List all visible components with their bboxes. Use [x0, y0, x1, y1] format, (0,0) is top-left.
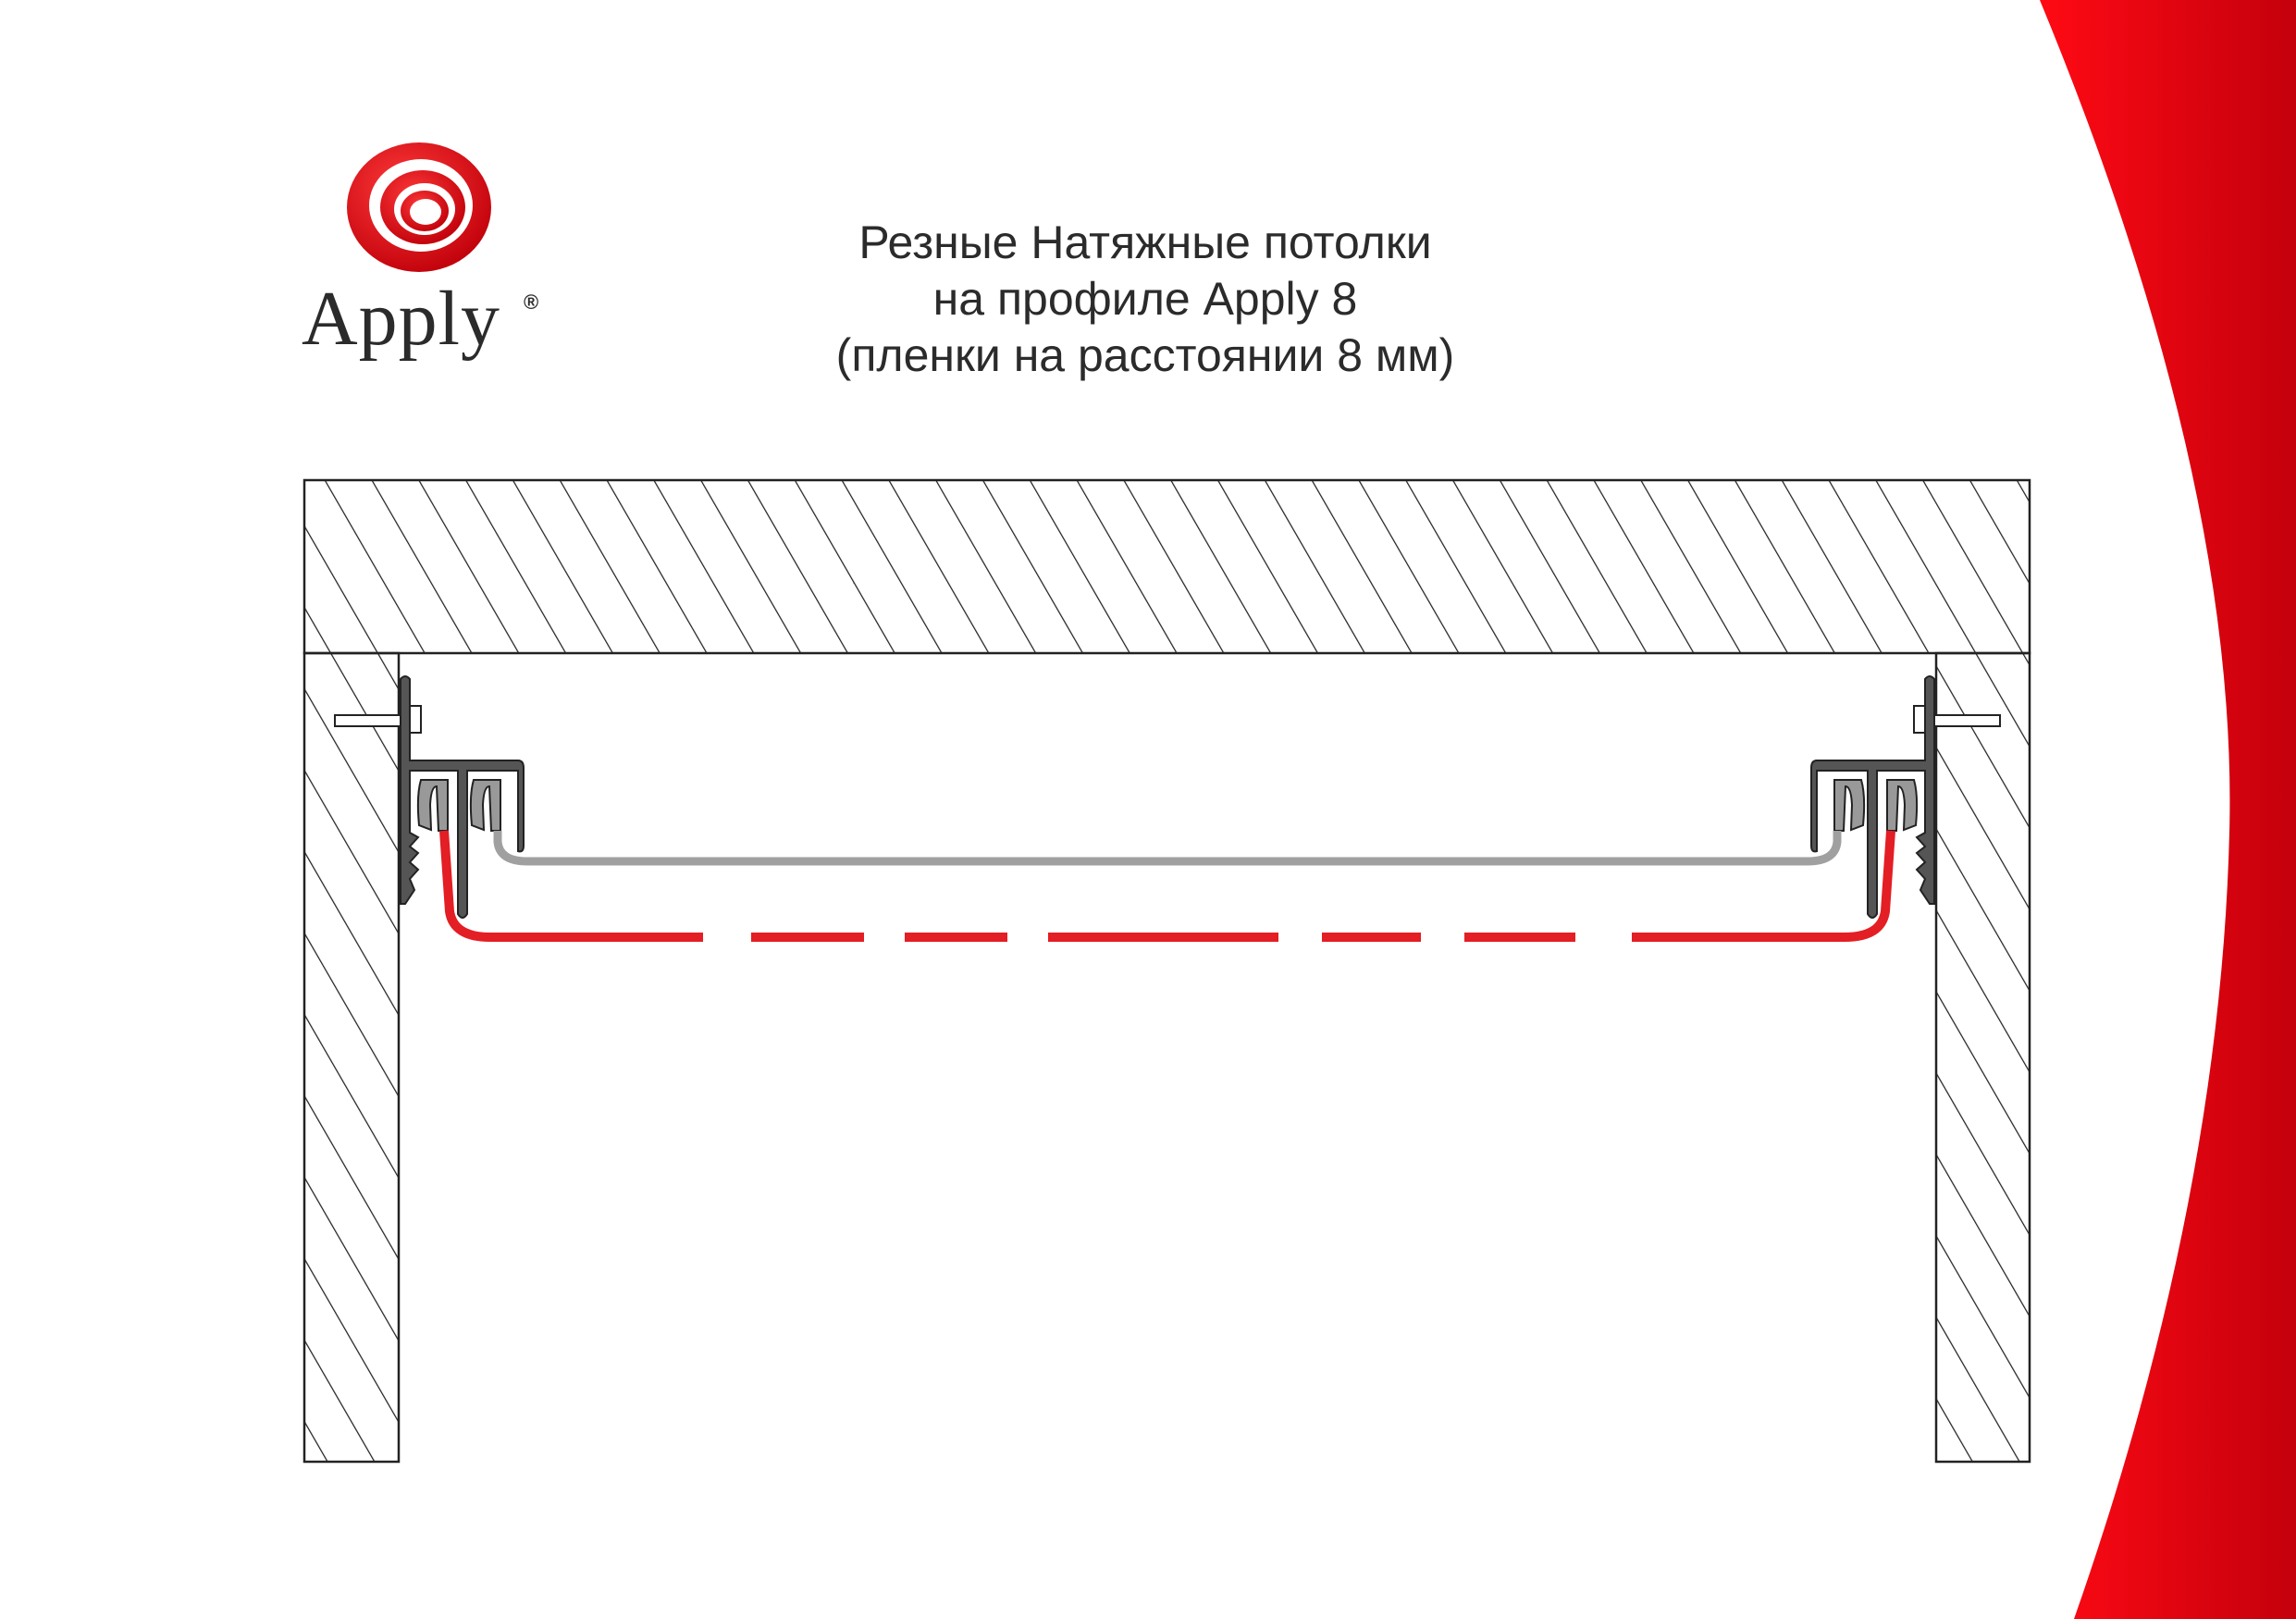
left-wall	[302, 651, 401, 1464]
title-line-1: Резные Натяжные потолки	[858, 216, 1432, 268]
page-title: Резные Натяжные потолки на профиле Apply…	[683, 215, 1608, 384]
registered-mark: ®	[524, 290, 539, 314]
left-profile	[335, 676, 1167, 937]
title-line-3: (пленки на расстоянии 8 мм)	[835, 329, 1455, 381]
apply-logo-icon	[347, 142, 491, 272]
ceiling-slab	[302, 478, 2031, 655]
brand-name: Apply	[302, 276, 500, 362]
right-profile	[1167, 676, 2000, 937]
brand-swoosh	[2040, 0, 2296, 1619]
title-line-2: на профиле Apply 8	[932, 273, 1358, 325]
right-wall	[1934, 651, 2031, 1464]
